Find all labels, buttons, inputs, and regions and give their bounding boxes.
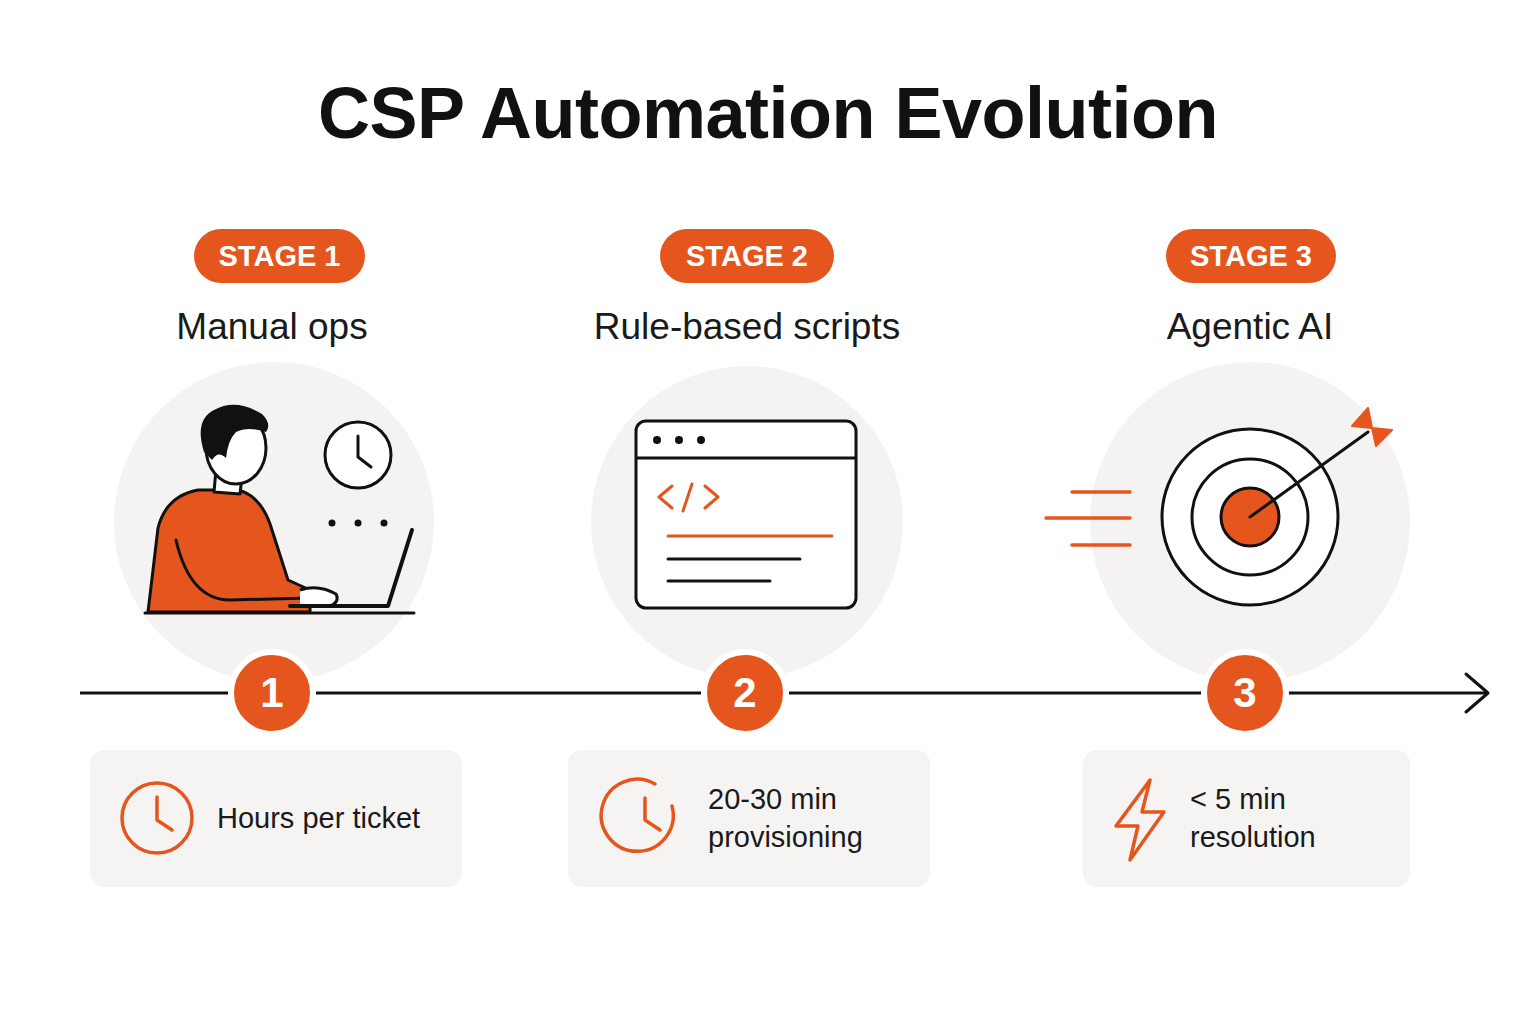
stage-heading: Manual ops xyxy=(62,306,482,348)
person-at-laptop xyxy=(145,405,414,613)
text-group: 1 xyxy=(260,669,283,717)
stage-tag: STAGE 3 xyxy=(1190,240,1312,273)
text-group: 3 xyxy=(1233,669,1256,717)
text-group: 2 xyxy=(733,669,756,717)
metric-text: Hours per ticket xyxy=(217,800,420,838)
metric-box: 20-30 min provisioning xyxy=(568,750,930,887)
step-number: 2 xyxy=(733,669,756,717)
metric-text: < 5 min resolution xyxy=(1190,781,1350,856)
metric-box: < 5 min resolution xyxy=(1083,750,1410,887)
timeline-segment xyxy=(316,692,701,695)
text-group: Hours per ticket xyxy=(217,800,420,838)
stage-pill: STAGE 2 xyxy=(660,229,834,283)
timeline-connector xyxy=(789,693,1201,694)
text-group: STAGE 2 xyxy=(686,240,808,273)
code-window xyxy=(636,421,856,608)
backdrop-circle xyxy=(591,366,903,678)
text-group: STAGE 3 xyxy=(1190,240,1312,273)
step-number: 3 xyxy=(1233,669,1256,717)
timeline-segment xyxy=(789,692,1201,695)
step-number-circle: 2 xyxy=(701,649,789,737)
metric-text: 20-30 min provisioning xyxy=(708,781,908,856)
text-group: 20-30 min provisioning xyxy=(708,781,908,856)
backdrop-circle xyxy=(1090,362,1410,682)
text-group: STAGE 1 xyxy=(219,240,341,273)
text-group: < 5 min resolution xyxy=(1190,781,1350,856)
stage-heading: Rule-based scripts xyxy=(537,306,957,348)
stage-tag: STAGE 1 xyxy=(219,240,341,273)
step-number: 1 xyxy=(260,669,283,717)
clock-icon xyxy=(122,783,192,853)
diagram-title: CSP Automation Evolution xyxy=(0,72,1536,154)
clock-icon xyxy=(601,779,673,851)
step-number-circle: 1 xyxy=(228,649,316,737)
metric-box: Hours per ticket xyxy=(90,750,462,887)
stage-pill: STAGE 3 xyxy=(1166,229,1336,283)
stage-heading: Agentic AI xyxy=(1040,306,1460,348)
lightning-icon xyxy=(1116,780,1164,860)
step-number-circle: 3 xyxy=(1201,649,1289,737)
stage-tag: STAGE 2 xyxy=(686,240,808,273)
backdrop-circle xyxy=(114,362,434,682)
target-with-arrow xyxy=(1046,408,1392,605)
timeline-connector xyxy=(316,693,701,694)
stage-pill: STAGE 1 xyxy=(194,229,365,283)
